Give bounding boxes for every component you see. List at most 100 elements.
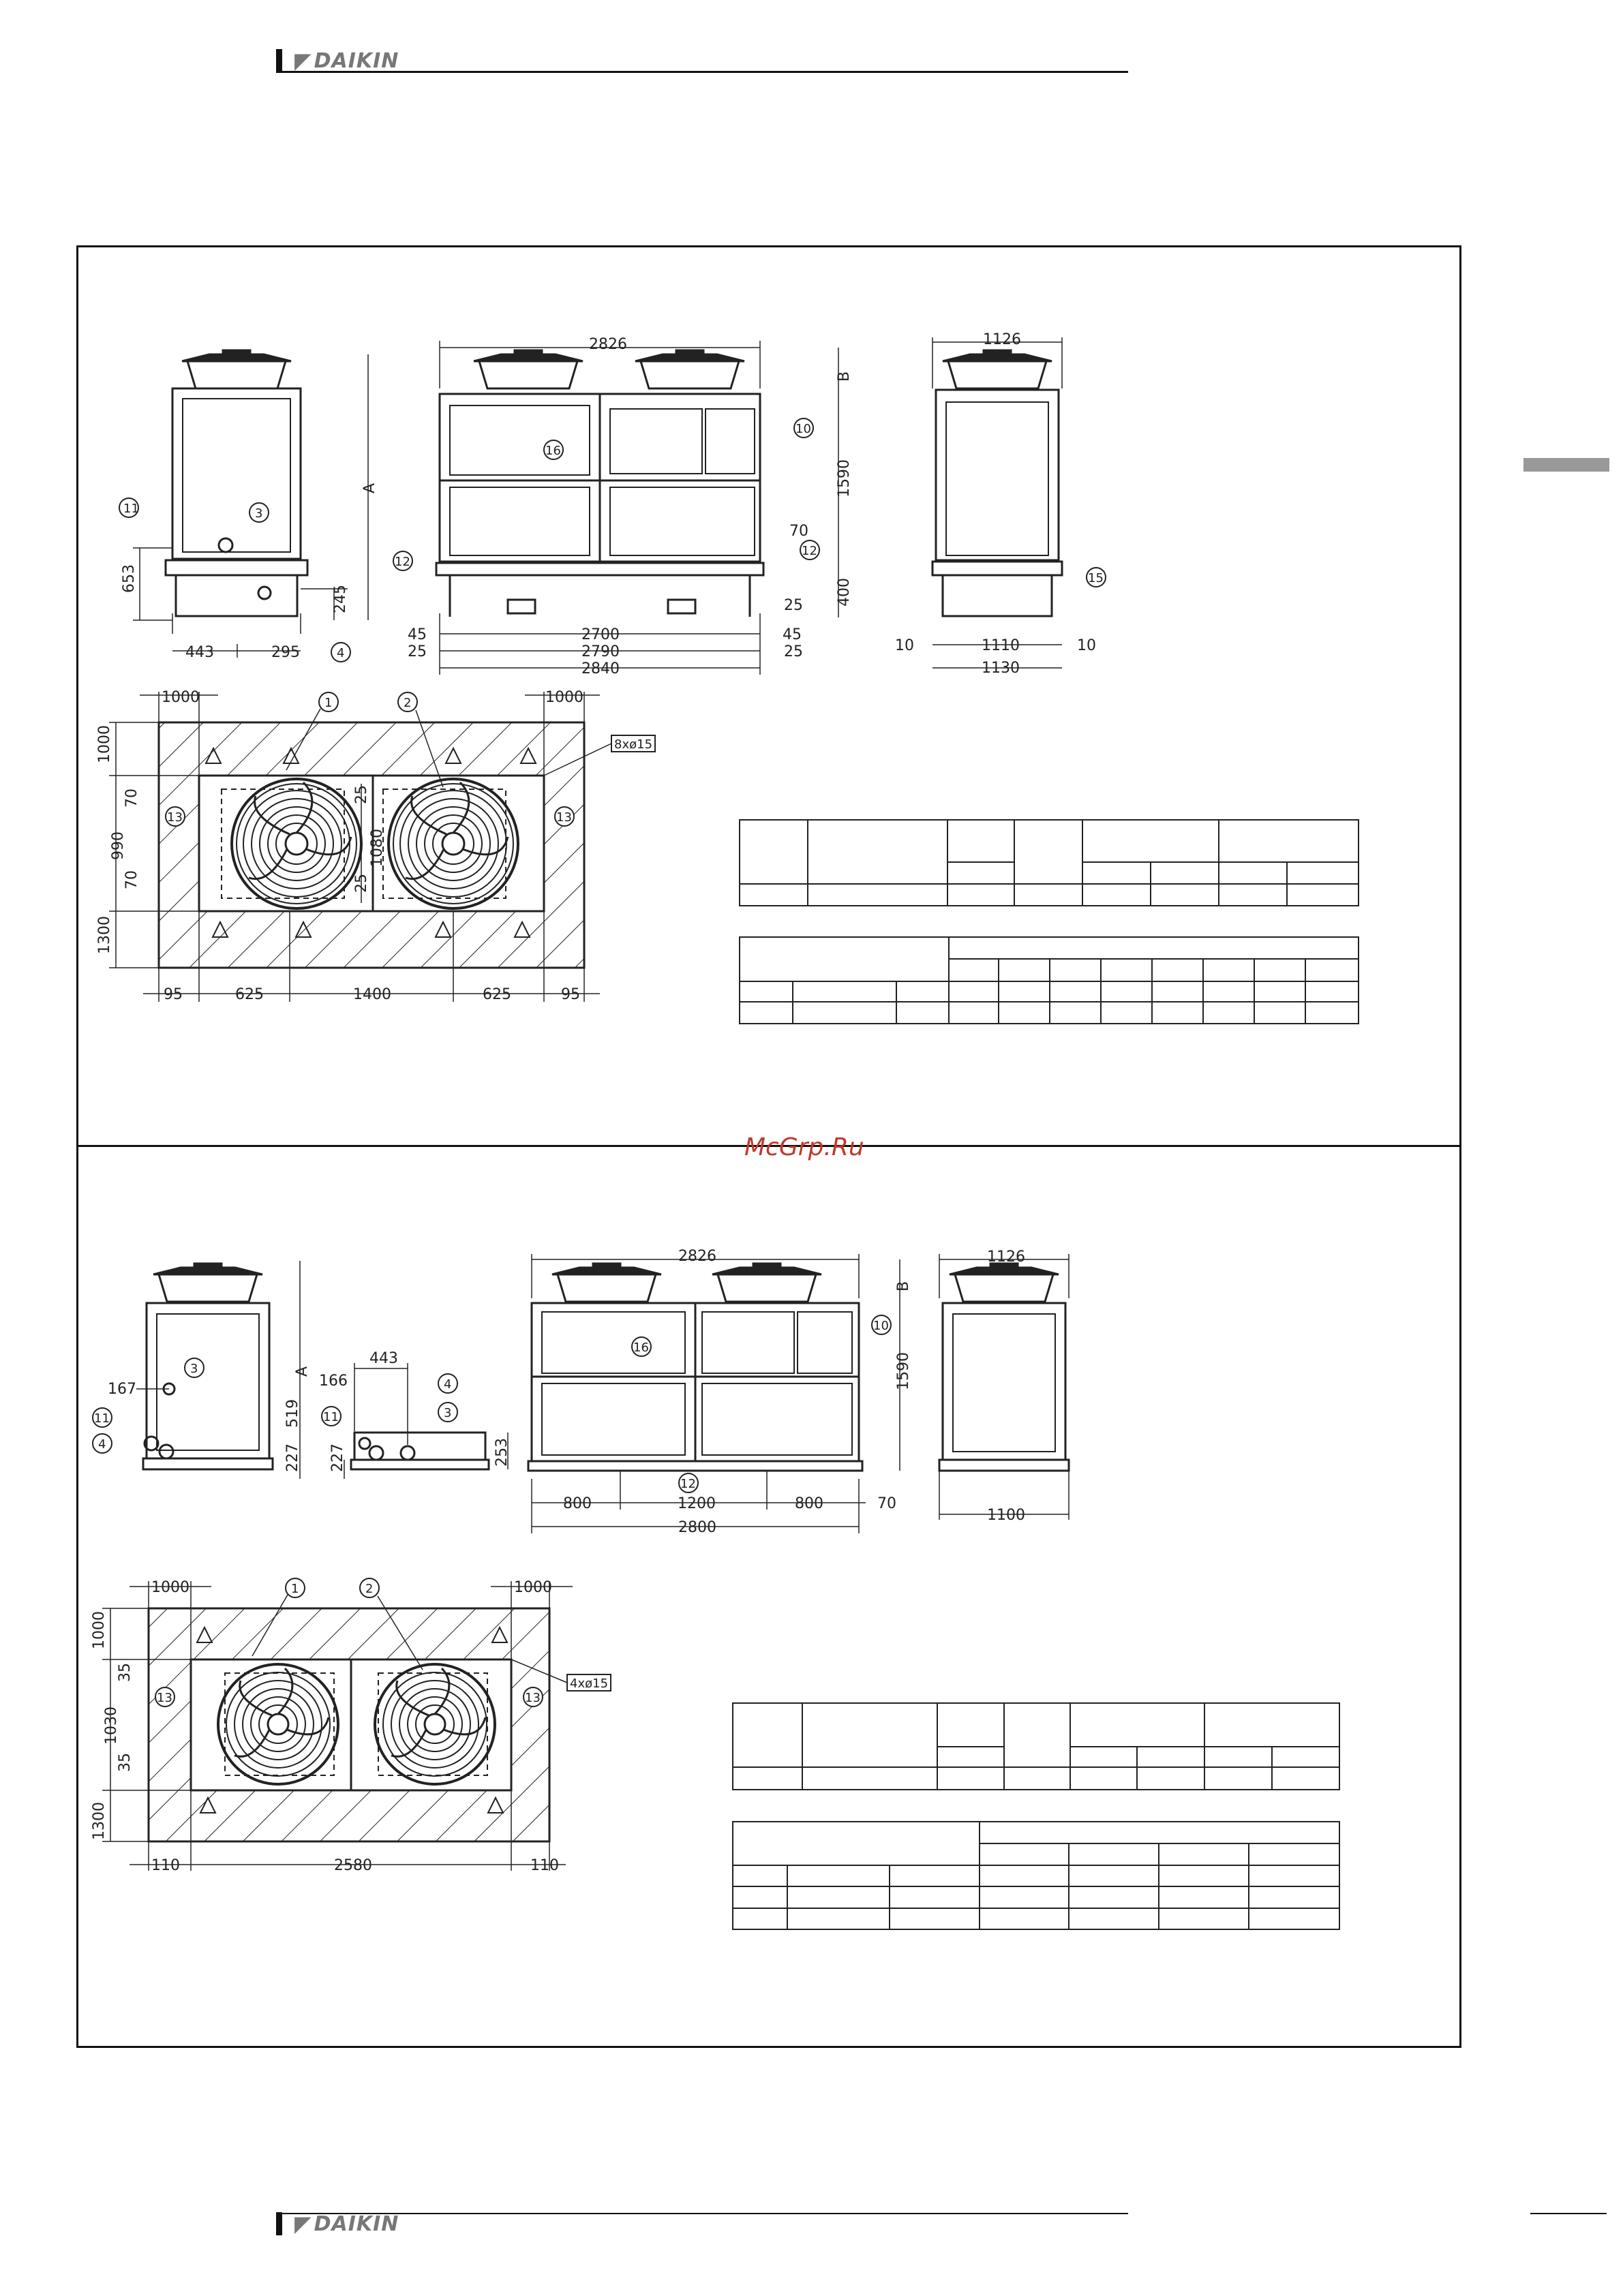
svg-text:16: 16 bbox=[633, 1341, 649, 1355]
dim-1126: 1126 bbox=[983, 331, 1021, 348]
plan-dim-1000c: 1000 bbox=[96, 725, 113, 763]
side-view-left-2 bbox=[136, 1261, 301, 1479]
svg-text:15: 15 bbox=[1088, 571, 1104, 585]
svg-text:8xø15: 8xø15 bbox=[614, 737, 652, 752]
plan-dim-1000a: 1000 bbox=[162, 689, 200, 706]
dim-1110: 1110 bbox=[982, 637, 1020, 654]
footer-rule bbox=[276, 2213, 1128, 2214]
plan-dim-1080: 1080 bbox=[369, 829, 386, 867]
dim2-800b: 800 bbox=[795, 1495, 823, 1512]
svg-text:10: 10 bbox=[795, 422, 811, 436]
dim2-1126: 1126 bbox=[987, 1249, 1025, 1266]
svg-text:11: 11 bbox=[123, 502, 139, 516]
plan-dim-95a: 95 bbox=[164, 986, 183, 1003]
dim-45a: 45 bbox=[408, 626, 427, 643]
header-rule bbox=[276, 71, 1128, 73]
dim2-253: 253 bbox=[494, 1438, 511, 1467]
plan2-dim-1000a: 1000 bbox=[151, 1579, 189, 1596]
drawing-2: A 167 519 227 3 11 4 443 166 227 253 11 … bbox=[91, 1248, 1340, 1930]
plan2-dim-1030: 1030 bbox=[103, 1706, 120, 1745]
footer-logo-bar bbox=[276, 2212, 282, 2235]
side-view-mid-2 bbox=[344, 1363, 509, 1479]
plan2-dim-1300: 1300 bbox=[91, 1802, 108, 1840]
callout2-4: 4 bbox=[92, 1433, 112, 1454]
dim2-B: B bbox=[895, 1281, 912, 1291]
drawing-frame-bottom bbox=[76, 1145, 1461, 2048]
svg-text:4: 4 bbox=[98, 1437, 106, 1452]
callout-13-left: 13 bbox=[165, 806, 185, 827]
dim2-227b: 227 bbox=[329, 1443, 346, 1472]
plan-view-2 bbox=[102, 1581, 573, 1871]
plan-dim-25a: 25 bbox=[353, 785, 370, 804]
dim-1590: 1590 bbox=[836, 459, 853, 498]
dim2-2800: 2800 bbox=[678, 1519, 716, 1536]
dim2-70: 70 bbox=[877, 1495, 896, 1512]
logo-bar bbox=[276, 49, 282, 72]
dim-A: A bbox=[361, 483, 378, 493]
dim2-167: 167 bbox=[108, 1381, 136, 1398]
callout2-1: 1 bbox=[252, 1578, 305, 1657]
dim2-227: 227 bbox=[284, 1443, 301, 1472]
callout2-10: 10 bbox=[871, 1315, 892, 1335]
plan2-dim-35b: 35 bbox=[117, 1753, 134, 1772]
plan2-dim-110a: 110 bbox=[151, 1857, 180, 1874]
plan-view bbox=[109, 692, 600, 1002]
svg-text:13: 13 bbox=[167, 810, 183, 825]
plan-dim-70b: 70 bbox=[123, 870, 140, 889]
dim-B: B bbox=[836, 371, 853, 382]
table-3 bbox=[732, 1702, 1340, 1790]
svg-text:11: 11 bbox=[94, 1411, 110, 1426]
svg-text:11: 11 bbox=[323, 1410, 339, 1424]
svg-text:13: 13 bbox=[525, 1691, 541, 1705]
plan2-dim-110b: 110 bbox=[530, 1857, 559, 1874]
svg-text:12: 12 bbox=[802, 544, 817, 558]
side-view-left bbox=[133, 349, 369, 658]
side-view-right bbox=[931, 337, 1063, 669]
svg-text:1: 1 bbox=[291, 1582, 299, 1596]
svg-text:4: 4 bbox=[337, 646, 344, 660]
dim-1130: 1130 bbox=[982, 660, 1020, 677]
svg-text:4xø15: 4xø15 bbox=[570, 1677, 608, 1691]
dim2-800a: 800 bbox=[563, 1495, 592, 1512]
dim-2840: 2840 bbox=[581, 660, 620, 677]
callout2-12: 12 bbox=[678, 1473, 699, 1493]
dim2-1100: 1100 bbox=[987, 1507, 1025, 1524]
dim2-443: 443 bbox=[369, 1350, 398, 1367]
dim2-A: A bbox=[294, 1366, 311, 1377]
svg-text:2: 2 bbox=[404, 696, 411, 710]
plan-dim-1000b: 1000 bbox=[545, 689, 583, 706]
dim-2790: 2790 bbox=[581, 643, 620, 660]
dim2-1590: 1590 bbox=[895, 1352, 912, 1390]
plan2-dim-2580: 2580 bbox=[334, 1857, 372, 1874]
dim2-2826: 2826 bbox=[678, 1248, 716, 1265]
callout2-11: 11 bbox=[92, 1407, 112, 1428]
plan-dim-70a: 70 bbox=[123, 789, 140, 808]
svg-text:2: 2 bbox=[365, 1582, 373, 1596]
daikin-logo-icon: ◤ bbox=[294, 2211, 312, 2237]
callout-4: 4 bbox=[331, 642, 351, 662]
callout-3: 3 bbox=[249, 502, 269, 523]
svg-text:12: 12 bbox=[395, 555, 410, 569]
dim-245: 245 bbox=[332, 585, 349, 613]
table-4 bbox=[732, 1821, 1340, 1930]
daikin-logo-icon: ◤ bbox=[294, 48, 312, 74]
callout-1: 1 bbox=[286, 692, 339, 771]
front-view-2 bbox=[527, 1254, 900, 1533]
dim-443: 443 bbox=[185, 644, 214, 661]
svg-text:13: 13 bbox=[157, 1691, 172, 1705]
dim-10a: 10 bbox=[895, 637, 914, 654]
dim-25a: 25 bbox=[784, 597, 803, 614]
plan2-dim-1000c: 1000 bbox=[91, 1611, 108, 1649]
dim-25b: 25 bbox=[408, 643, 427, 660]
callout2-mid-4: 4 bbox=[438, 1373, 458, 1394]
dim2-1200: 1200 bbox=[678, 1495, 716, 1512]
plan2-dim-1000b: 1000 bbox=[514, 1579, 552, 1596]
callout-12-right: 12 bbox=[800, 540, 820, 560]
plan-dim-95b: 95 bbox=[561, 986, 580, 1003]
plan-dim-990: 990 bbox=[110, 831, 127, 860]
callout-2: 2 bbox=[397, 692, 444, 788]
dim-2826: 2826 bbox=[589, 336, 627, 353]
svg-text:3: 3 bbox=[190, 1362, 198, 1376]
watermark: McGrp.Ru bbox=[744, 1133, 864, 1161]
callout2-2: 2 bbox=[359, 1578, 423, 1670]
